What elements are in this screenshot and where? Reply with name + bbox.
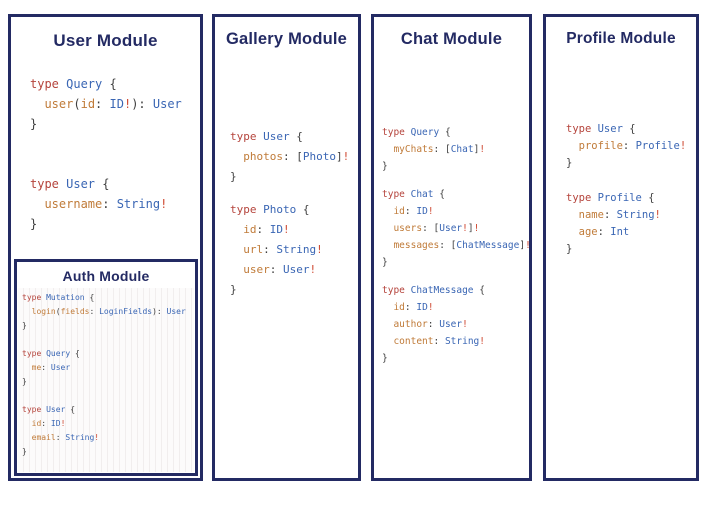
chat-module-code: type Query { myChats: [Chat]! } type Cha… [382,127,531,364]
gallery-module-panel: Gallery Module type User { photos: [Phot… [212,14,361,481]
chat-module-title: Chat Module [400,30,503,48]
user-module-title: User Module [53,31,158,50]
auth-module-title: Auth Module [62,268,150,284]
profile-module-code: type User { profile: Profile! } type Pro… [566,123,687,255]
auth-grid-background [18,288,194,472]
profile-module-panel: Profile Module type User { profile: Prof… [543,14,699,481]
chat-module-panel: Chat Module type Query { myChats: [Chat]… [371,14,532,481]
auth-module-panel: Auth Module type Mutation { login(fields… [14,259,198,476]
auth-module-code: type Mutation { login(fields: LoginField… [22,293,186,456]
gallery-module-title: Gallery Module [225,30,348,48]
gallery-module-code: type User { photos: [Photo]! } type Phot… [230,130,350,296]
user-module-code: type Query { user(id: ID!): User } type … [30,77,182,231]
profile-module-title: Profile Module [566,30,676,47]
